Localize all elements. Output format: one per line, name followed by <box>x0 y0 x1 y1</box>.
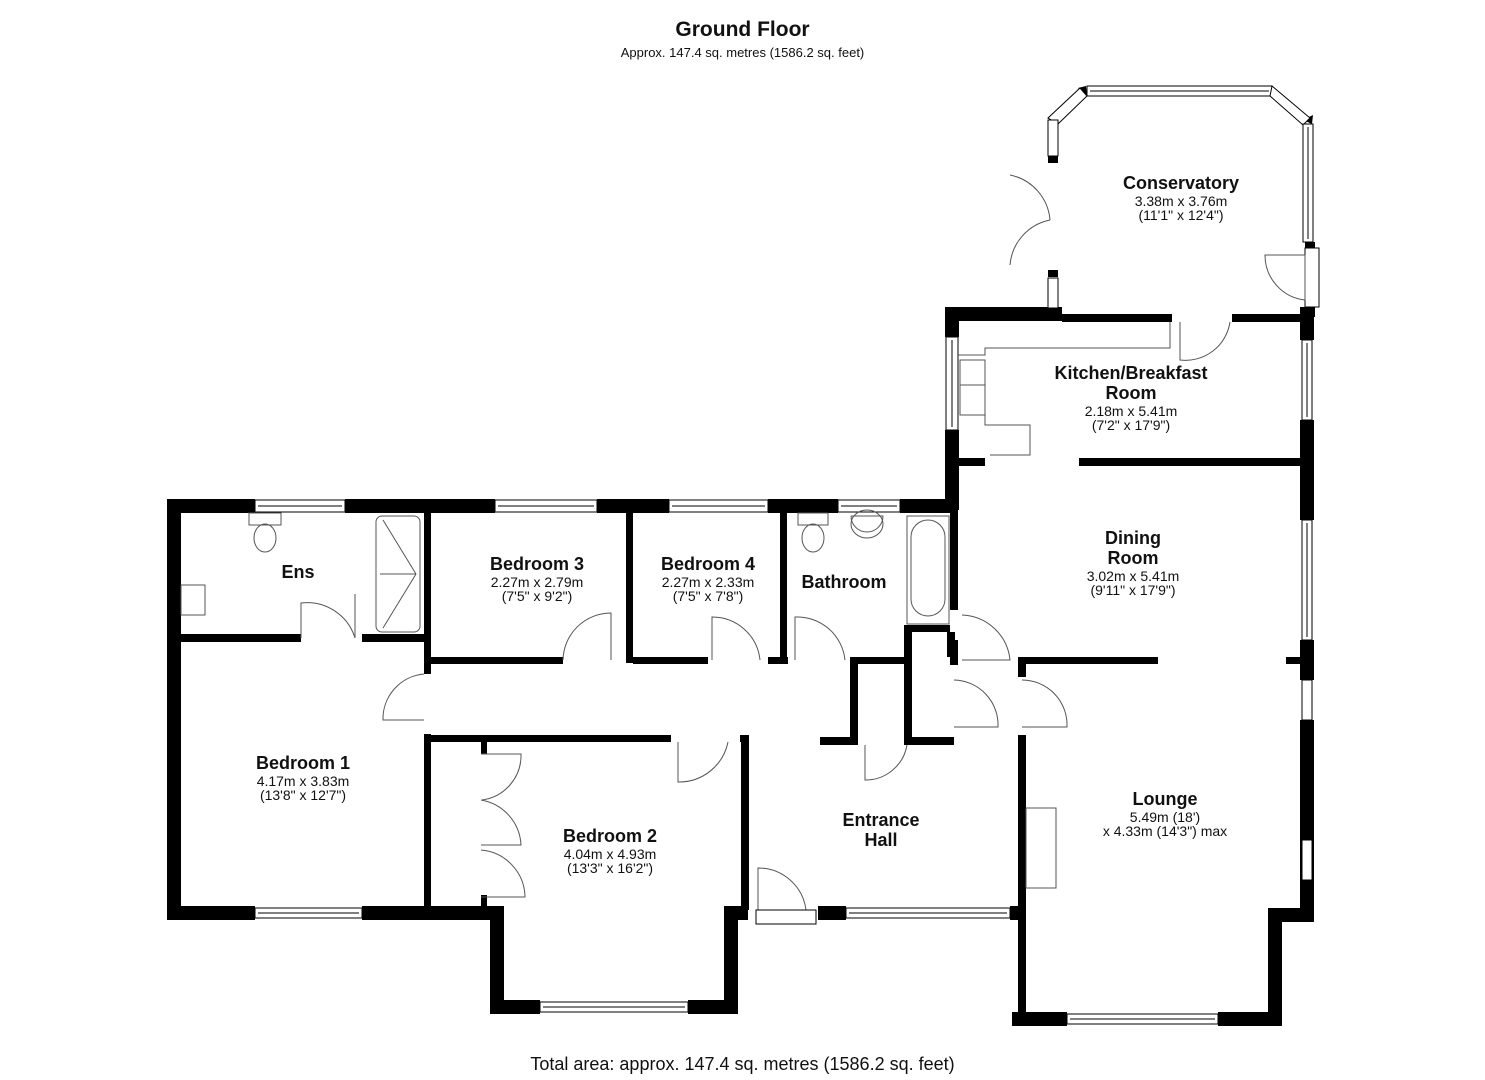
room-dimensions-metric: 4.17m x 3.83m <box>256 772 350 789</box>
room-bathroom: Bathroom <box>801 572 887 593</box>
room-dimensions-imperial: (13'3" x 16'2") <box>566 860 654 877</box>
room-name: Bathroom <box>801 572 887 592</box>
room-bedroom-1: Bedroom 1 4.17m x 3.83m (13'8" x 12'7") <box>255 753 351 804</box>
room-name: Ens <box>281 562 315 582</box>
room-dimensions-metric: 4.04m x 4.93m <box>563 845 657 862</box>
room-dimensions-metric: 5.49m (18') <box>1129 808 1201 825</box>
floor-area-subtitle: Approx. 147.4 sq. metres (1586.2 sq. fee… <box>620 45 865 60</box>
floor-title: Ground Floor <box>675 18 810 41</box>
room-dimensions-imperial: (7'2" x 17'9") <box>1091 417 1171 434</box>
room-name-line2: Room <box>1105 382 1157 403</box>
room-name: Bedroom 4 <box>660 554 756 574</box>
room-dimensions-imperial: (11'1" x 12'4") <box>1138 207 1224 224</box>
room-bedroom-4: Bedroom 4 2.27m x 2.33m (7'5" x 7'8") <box>660 554 756 605</box>
room-name-line1: Dining <box>1104 528 1161 548</box>
total-area-footer: Total area: approx. 147.4 sq. metres (15… <box>530 1054 955 1074</box>
room-name-line2: Hall <box>864 829 898 850</box>
room-dimensions-imperial: x 4.33m (14'3") max <box>1102 823 1228 840</box>
room-name: Conservatory <box>1122 173 1240 193</box>
walls <box>167 86 1315 1026</box>
room-dimensions-imperial: (13'8" x 12'7") <box>259 787 347 804</box>
room-dimensions-imperial: (7'5" x 9'2") <box>501 588 573 605</box>
room-name-line1: Kitchen/Breakfast <box>1054 363 1208 383</box>
room-conservatory: Conservatory 3.38m x 3.76m (11'1" x 12'4… <box>1122 173 1240 224</box>
room-dimensions-metric: 3.02m x 5.41m <box>1086 567 1180 584</box>
room-name: Bedroom 1 <box>255 753 351 773</box>
room-dimensions-imperial: (9'11" x 17'9") <box>1090 582 1176 599</box>
room-ensuite: Ens <box>281 562 315 583</box>
room-name-line1: Entrance <box>842 810 920 830</box>
room-name: Lounge <box>1132 789 1198 809</box>
room-dimensions-metric: 3.38m x 3.76m <box>1134 192 1228 209</box>
room-kitchen-breakfast: Kitchen/Breakfast Room 2.18m x 5.41m (7'… <box>1054 363 1208 434</box>
fixtures <box>180 322 1171 889</box>
room-name-line2: Room <box>1107 547 1159 568</box>
room-name: Bedroom 2 <box>562 826 658 846</box>
room-dimensions-imperial: (7'5" x 7'8") <box>672 588 744 605</box>
room-bedroom-3: Bedroom 3 2.27m x 2.79m (7'5" x 9'2") <box>489 554 585 605</box>
room-dimensions-metric: 2.27m x 2.33m <box>661 573 755 590</box>
room-dimensions-metric: 2.27m x 2.79m <box>490 573 584 590</box>
room-entrance-hall: Entrance Hall <box>842 810 920 851</box>
room-lounge: Lounge 5.49m (18') x 4.33m (14'3") max <box>1102 789 1228 840</box>
room-name: Bedroom 3 <box>489 554 585 574</box>
room-dimensions-metric: 2.18m x 5.41m <box>1084 402 1178 419</box>
door-swings <box>300 174 1306 925</box>
room-dining: Dining Room 3.02m x 5.41m (9'11" x 17'9"… <box>1086 528 1180 599</box>
room-bedroom-2: Bedroom 2 4.04m x 4.93m (13'3" x 16'2") <box>562 826 658 877</box>
